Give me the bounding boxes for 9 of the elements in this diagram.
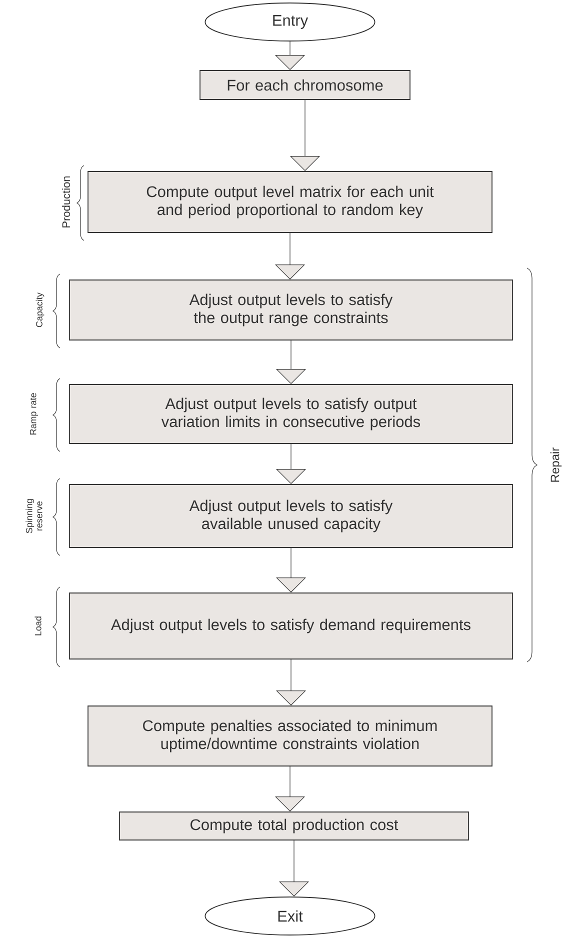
process-box: Adjust output levels to satisfy available unused capacity [69,484,513,548]
side-label: Production [62,176,70,228]
process-box: Compute output level matrix for each unit and period proportional to random key [88,171,492,233]
side-label: Repair [550,448,562,482]
side-label: Spinning reserve [26,499,42,534]
side-label: Ramp rate [30,393,38,435]
side-label: Capacity [36,292,44,328]
side-label: Load [34,616,42,636]
process-box: Adjust output levels to satisfy demand requirements [69,592,513,660]
